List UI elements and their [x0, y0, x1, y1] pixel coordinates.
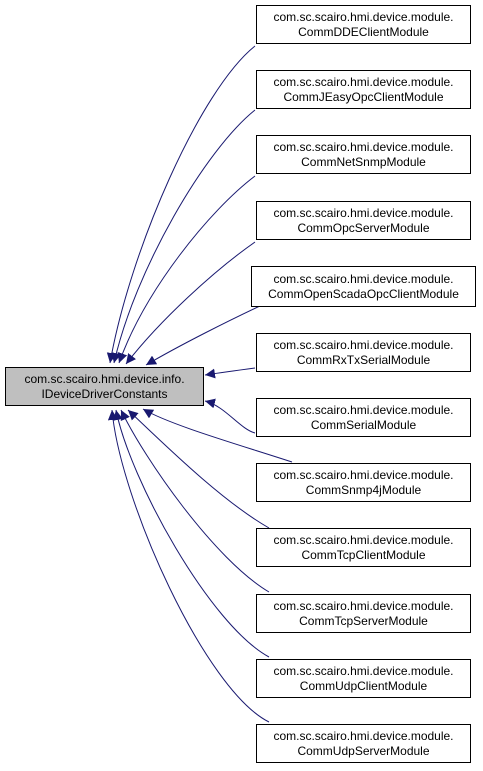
node-class-name: CommTcpServerModule — [299, 613, 428, 628]
node-comm-snmp4j-module[interactable]: com.sc.scairo.hmi.device.module. CommSnm… — [256, 463, 471, 502]
target-class-package: com.sc.scairo.hmi.device.info. — [24, 371, 185, 386]
node-comm-serial-module[interactable]: com.sc.scairo.hmi.device.module. CommSer… — [256, 398, 471, 437]
node-comm-udp-client-module[interactable]: com.sc.scairo.hmi.device.module. CommUdp… — [256, 659, 471, 698]
node-class-name: CommTcpClientModule — [301, 547, 426, 562]
node-package: com.sc.scairo.hmi.device.module. — [273, 467, 454, 482]
target-class-name: IDeviceDriverConstants — [41, 386, 168, 401]
inheritance-arrow-1 — [106, 45, 256, 364]
node-class-name: CommNetSnmpModule — [301, 154, 426, 169]
node-package: com.sc.scairo.hmi.device.module. — [273, 337, 454, 352]
node-package: com.sc.scairo.hmi.device.module. — [273, 532, 454, 547]
inheritance-arrow-2 — [111, 109, 256, 364]
node-package: com.sc.scairo.hmi.device.module. — [273, 9, 454, 24]
node-class-name: CommJEasyOpcClientModule — [283, 89, 444, 104]
inheritance-arrow-7 — [204, 398, 256, 434]
node-comm-rxtx-serial-module[interactable]: com.sc.scairo.hmi.device.module. CommRxT… — [256, 333, 471, 372]
node-class-name: CommSnmp4jModule — [305, 482, 422, 497]
target-class-node[interactable]: com.sc.scairo.hmi.device.info. IDeviceDr… — [5, 367, 204, 406]
node-package: com.sc.scairo.hmi.device.module. — [273, 74, 454, 89]
node-package: com.sc.scairo.hmi.device.module. — [273, 205, 454, 220]
node-package: com.sc.scairo.hmi.device.module. — [273, 402, 454, 417]
node-comm-open-scada-opc-client-module[interactable]: com.sc.scairo.hmi.device.module. CommOpe… — [251, 266, 476, 307]
node-comm-udp-server-module[interactable]: com.sc.scairo.hmi.device.module. CommUdp… — [256, 724, 471, 763]
node-comm-jeasy-opc-client-module[interactable]: com.sc.scairo.hmi.device.module. CommJEa… — [256, 70, 471, 109]
inheritance-arrow-5 — [145, 304, 263, 366]
inheritance-arrow-3 — [117, 175, 256, 364]
node-package: com.sc.scairo.hmi.device.module. — [273, 139, 454, 154]
inheritance-arrow-11 — [113, 409, 270, 658]
node-comm-tcp-client-module[interactable]: com.sc.scairo.hmi.device.module. CommTcp… — [256, 528, 471, 567]
node-package: com.sc.scairo.hmi.device.module. — [273, 271, 454, 286]
inheritance-arrow-9 — [127, 409, 270, 529]
node-class-name: CommRxTxSerialModule — [296, 352, 431, 367]
node-comm-dde-client-module[interactable]: com.sc.scairo.hmi.device.module. CommDDE… — [256, 5, 471, 44]
node-class-name: CommUdpClientModule — [299, 678, 428, 693]
node-comm-tcp-server-module[interactable]: com.sc.scairo.hmi.device.module. CommTcp… — [256, 594, 471, 633]
node-class-name: CommOpcServerModule — [297, 220, 430, 235]
inheritance-arrow-6 — [204, 367, 256, 379]
inheritance-arrow-8 — [142, 408, 293, 463]
node-package: com.sc.scairo.hmi.device.module. — [273, 663, 454, 678]
inheritance-arrow-12 — [107, 409, 270, 723]
node-class-name: CommDDEClientModule — [298, 24, 429, 39]
node-class-name: CommUdpServerModule — [297, 743, 430, 758]
node-comm-opc-server-module[interactable]: com.sc.scairo.hmi.device.module. CommOpc… — [256, 201, 471, 240]
node-class-name: CommSerialModule — [310, 417, 417, 432]
node-class-name: CommOpenScadaOpcClientModule — [268, 286, 459, 301]
inheritance-arrow-4 — [125, 241, 256, 365]
node-comm-net-snmp-module[interactable]: com.sc.scairo.hmi.device.module. CommNet… — [256, 135, 471, 174]
node-package: com.sc.scairo.hmi.device.module. — [273, 598, 454, 613]
node-package: com.sc.scairo.hmi.device.module. — [273, 728, 454, 743]
inheritance-arrow-10 — [120, 409, 270, 593]
